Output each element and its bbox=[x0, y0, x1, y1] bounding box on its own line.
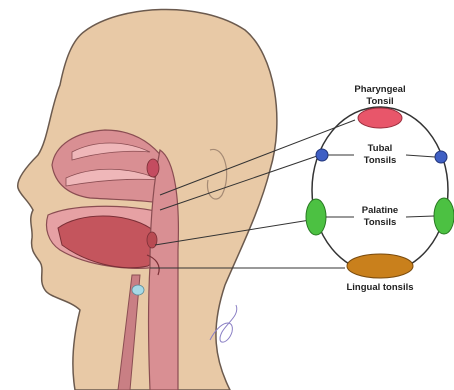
tubal-connector-right bbox=[406, 155, 435, 157]
tubal-tonsil-left bbox=[316, 149, 328, 161]
palatine-tonsil-right bbox=[434, 198, 454, 234]
label-tubal-line1: Tubal bbox=[368, 143, 393, 154]
label-pharyngeal-line1: Pharyngeal bbox=[354, 84, 405, 95]
lingual-tonsil bbox=[347, 254, 413, 278]
label-palatine-line2: Tonsils bbox=[364, 217, 397, 228]
label-lingual: Lingual tonsils bbox=[346, 282, 413, 293]
palatine-tonsil-head bbox=[147, 232, 157, 248]
hyoid bbox=[132, 285, 144, 295]
label-tubal-line2: Tonsils bbox=[364, 155, 397, 166]
palatine-connector-right bbox=[406, 216, 434, 217]
palatine-tonsil-left bbox=[306, 199, 326, 235]
pharyngeal-tonsil-head bbox=[147, 159, 159, 177]
pharyngeal-tonsil bbox=[358, 108, 402, 128]
label-palatine-line1: Palatine bbox=[362, 205, 398, 216]
waldeyer-ring bbox=[312, 107, 448, 273]
tubal-tonsil-right bbox=[435, 151, 447, 163]
label-pharyngeal-line2: Tonsil bbox=[366, 96, 393, 107]
